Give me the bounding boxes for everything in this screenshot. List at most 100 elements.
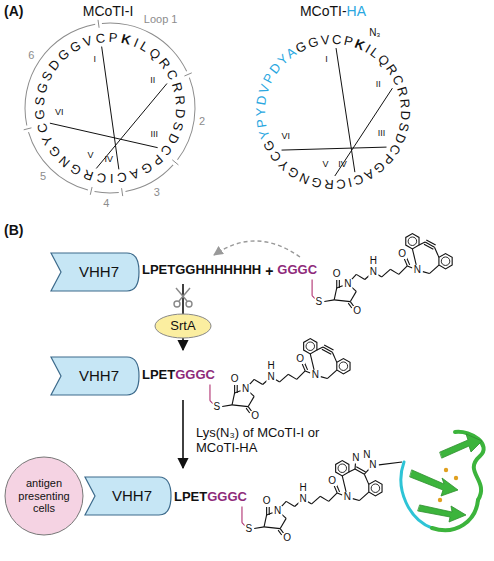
atom-label: H — [299, 483, 308, 493]
node-label: antigen presenting cells — [14, 477, 74, 515]
chemical-bond — [434, 247, 438, 257]
atom-label: N — [368, 460, 377, 470]
loop-tick — [90, 187, 92, 195]
chemical-bond — [390, 269, 399, 274]
cell-shape — [5, 457, 83, 535]
loop-number: 5 — [40, 170, 46, 183]
node-label: SrtA — [170, 319, 195, 334]
loop-tick — [184, 73, 191, 76]
vhh7-domain: VHH7 — [84, 476, 172, 516]
chemical-bond — [264, 527, 280, 529]
chemical-bond — [356, 274, 365, 279]
chemical-bond — [352, 287, 356, 291]
atom-label: O — [230, 374, 240, 384]
linker-bond — [379, 462, 402, 465]
plus-sign: + — [265, 263, 273, 279]
chemical-bond — [237, 385, 238, 393]
cysteine-number: I — [93, 55, 96, 64]
chemical-bond — [312, 496, 321, 504]
chemical-bond — [254, 527, 264, 529]
sequence-tag: GGGC — [277, 263, 317, 278]
chemical-bond — [382, 269, 391, 277]
atom-label: N — [369, 267, 378, 277]
disulfide-bond — [335, 88, 393, 176]
chemical-bond — [321, 377, 328, 379]
atom-label: S — [315, 297, 324, 307]
chemical-bond — [232, 405, 248, 407]
cysteine-number: V — [323, 160, 329, 169]
loop-tick — [172, 160, 178, 165]
chemical-bond — [302, 364, 305, 371]
loop-arc — [125, 165, 173, 192]
reaction-arrow — [182, 400, 184, 468]
loop-number: 6 — [28, 48, 34, 61]
sequence-tag: GGGC — [175, 368, 215, 383]
chemical-bond — [339, 280, 340, 288]
loop-arc — [24, 24, 95, 126]
cysteine-number: II — [150, 76, 155, 85]
peptide-ring: SDGGVCPKILQRCRRDSDCPGACICRGNGYCGSG — [32, 30, 189, 186]
chemical-bond — [429, 265, 439, 274]
chemical-bond — [234, 385, 235, 393]
enzyme-shape — [155, 314, 211, 338]
loop-number: 2 — [199, 115, 205, 128]
chemical-bond — [280, 374, 289, 382]
peptide-ring: GGVCPKILQRCRRDSDCPGACICRGNGYCGYPYDVPDYA — [253, 32, 413, 192]
aromatic-circle — [339, 362, 348, 371]
benzene-ring — [337, 359, 350, 374]
azide-label: N₃ — [369, 28, 380, 38]
chemical-bond — [425, 242, 434, 247]
loop-arc — [94, 191, 118, 193]
cysteine-number: VI — [55, 107, 64, 116]
atom-label: N — [413, 265, 422, 275]
chemical-bond — [266, 507, 267, 515]
chemical-bond — [241, 506, 242, 522]
transfer-arrow — [214, 241, 300, 257]
atom-label: N — [343, 492, 352, 502]
atom-label: O — [295, 354, 305, 364]
peptide-name: MCoTI- — [300, 3, 347, 19]
chemical-bond — [426, 240, 435, 245]
aromatic-circle — [371, 484, 380, 493]
chemical-bond — [356, 467, 365, 472]
disulfide-bond — [336, 48, 355, 172]
chemical-bond — [305, 371, 310, 373]
chemical-bond — [350, 291, 356, 301]
loop-number: Loop 1 — [144, 12, 178, 25]
cysteine-number: VI — [281, 131, 290, 140]
chemical-bond — [332, 352, 336, 362]
atom-label: S — [212, 402, 221, 412]
loop-arc — [102, 22, 187, 71]
atom-label: H — [267, 361, 276, 371]
atom-label: N — [362, 450, 371, 460]
benzene-ring — [304, 339, 317, 354]
chemical-bond — [248, 396, 254, 406]
vhh-shape — [51, 253, 139, 291]
chemical-bond — [354, 464, 356, 470]
aromatic-circle — [338, 464, 347, 473]
chemical-structure — [242, 461, 402, 535]
atom-label: S — [244, 524, 253, 534]
cysteine-number: IV — [104, 154, 113, 163]
aromatic-circle — [441, 257, 450, 266]
chemical-bond — [305, 363, 308, 370]
chemical-bond — [280, 518, 286, 528]
chemical-bond — [327, 370, 337, 379]
chemical-bond — [286, 501, 295, 506]
sequence-segment: SDGGVCP — [38, 30, 121, 84]
chemical-bond — [329, 493, 338, 502]
node-label: VHH7 — [104, 487, 152, 504]
reaction-condition: Lys(N₃) of MCoTI-I or MCoTI-HA — [196, 426, 328, 456]
cysteine-number: IV — [338, 160, 347, 169]
peptide-cartoon — [401, 432, 484, 530]
cysteine-number: II — [376, 80, 381, 89]
chemical-bond — [232, 393, 235, 405]
sortase-enzyme: SrtA — [154, 313, 212, 339]
chemical-bond — [322, 349, 331, 354]
vhh-shape — [85, 477, 171, 515]
cysteine-number: V — [87, 151, 93, 160]
atom-label: H — [369, 256, 378, 266]
sequence-tag: LPET — [174, 490, 207, 505]
sequence-segment: ILQRCRRDSDCPGACICRGNGYCGSG — [32, 35, 189, 186]
sequence-segment: GGVCP — [293, 32, 356, 56]
